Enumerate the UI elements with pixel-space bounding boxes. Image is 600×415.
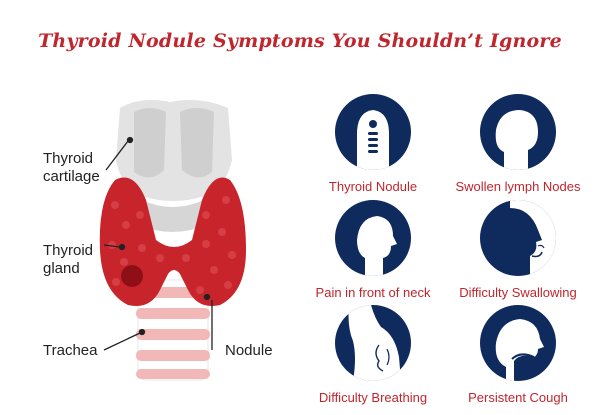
head-profile-icon [335,200,411,276]
symptom-label: Persistent Cough [468,390,568,405]
label-nodule: Nodule [225,342,273,359]
symptom-label: Swollen lymph Nodes [455,179,581,194]
head-cough-icon [480,305,556,381]
symptom-label: Difficulty Swallowing [459,285,577,300]
nodule-illustration [121,265,143,287]
symptom-label: Pain in front of neck [315,285,431,300]
symptom-pain-front-neck: Pain in front of neck [295,200,445,310]
label-thyroid-cartilage-line2: cartilage [43,168,100,185]
label-thyroid-cartilage: Thyroid cartilage [43,150,100,186]
thyroid-cartilage-illustration [116,100,232,232]
thyroid-anatomy-illustration [99,100,246,381]
face-swallowing-icon [480,200,556,276]
label-trachea: Trachea [43,342,98,359]
chest-lungs-icon [335,305,411,381]
thyroid-gland-illustration [99,177,246,306]
label-thyroid-cartilage-line1: Thyroid [43,150,94,167]
page-title: Thyroid Nodule Symptoms You Shouldn’t Ig… [38,30,562,52]
symptom-label: Difficulty Breathing [318,390,428,405]
label-thyroid-gland-line2: gland [43,260,80,277]
symptom-label: Thyroid Nodule [328,179,418,194]
label-thyroid-gland-line1: Thyroid [43,242,94,259]
symptom-persistent-cough: Persistent Cough [440,305,590,415]
symptom-swollen-lymph-nodes: Swollen lymph Nodes [440,94,590,204]
symptom-difficulty-swallowing: Difficulty Swallowing [440,200,590,310]
symptom-thyroid-nodule: Thyroid Nodule [295,94,445,204]
neck-thyroid-icon [335,94,411,170]
symptom-difficulty-breathing: Difficulty Breathing [295,305,445,415]
head-profile-icon [480,94,556,170]
label-thyroid-gland: Thyroid gland [43,242,93,278]
